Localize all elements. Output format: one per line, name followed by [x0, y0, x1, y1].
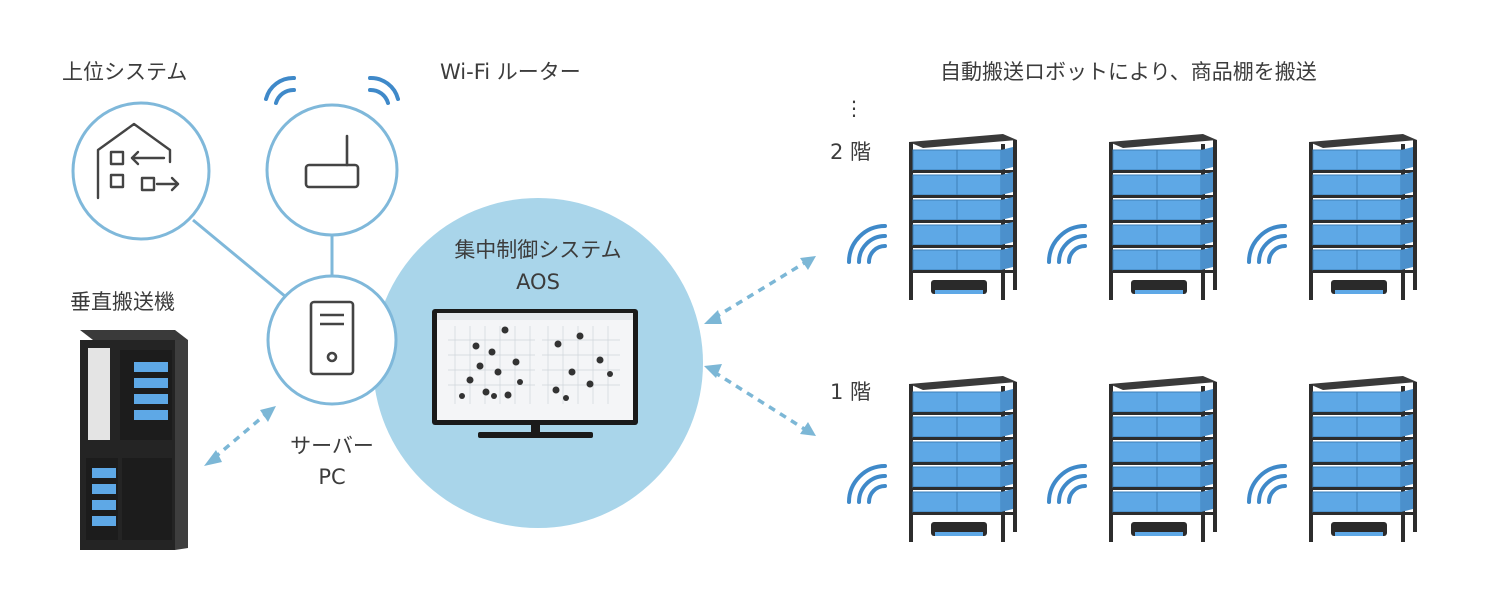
more-floors-ellipsis: ⋮: [844, 96, 864, 120]
server-circle: [266, 274, 398, 406]
robot-caption: 自動搬送ロボットにより、商品棚を搬送: [940, 60, 1317, 84]
wifi-signal-icon: [1047, 224, 1087, 264]
shelf-rack-with-robot: [1109, 376, 1217, 542]
house-transfer-icon: [96, 122, 180, 200]
central-system-subtitle: AOS: [516, 270, 560, 294]
shelf-rack-with-robot: [909, 376, 1017, 542]
server-pc-label: PC: [318, 465, 346, 489]
shelf-rack-with-robot: [1309, 376, 1417, 542]
monitor-icon: [432, 309, 638, 438]
link-upper-to-server: [192, 218, 293, 304]
server-label: サーバー: [290, 434, 374, 458]
wifi-signal-icon: [1047, 464, 1087, 504]
vertical-conveyor-machine: [80, 330, 188, 550]
shelf-rack-with-robot: [909, 134, 1017, 300]
shelf-rack-with-robot: [1109, 134, 1217, 300]
central-system-title: 集中制御システム: [454, 238, 622, 262]
shelf-rack-with-robot: [1309, 134, 1417, 300]
arrow-aos-floor2: [713, 260, 807, 320]
router-icon: [304, 134, 360, 189]
vertical-conveyor-label: 垂直搬送機: [70, 290, 175, 314]
arrow-server-conveyor: [212, 412, 268, 460]
wifi-signal-icon: [847, 224, 887, 264]
upper-system-circle: [71, 101, 211, 241]
arrow-aos-floor1: [713, 370, 807, 432]
data-flow-arrows: [212, 260, 807, 460]
server-tower-icon: [309, 300, 355, 376]
wifi-signal-icon: [264, 75, 400, 105]
wifi-signal-icon: [847, 464, 887, 504]
wifi-signal-icon: [1247, 224, 1287, 264]
router-circle: [265, 103, 399, 237]
wifi-signal-icon: [1247, 464, 1287, 504]
wifi-router-label: Wi-Fi ルーター: [440, 60, 581, 84]
floor-2-label: 2 階: [830, 140, 872, 164]
floor-1-label: 1 階: [830, 380, 872, 404]
upper-system-label: 上位システム: [62, 60, 188, 84]
